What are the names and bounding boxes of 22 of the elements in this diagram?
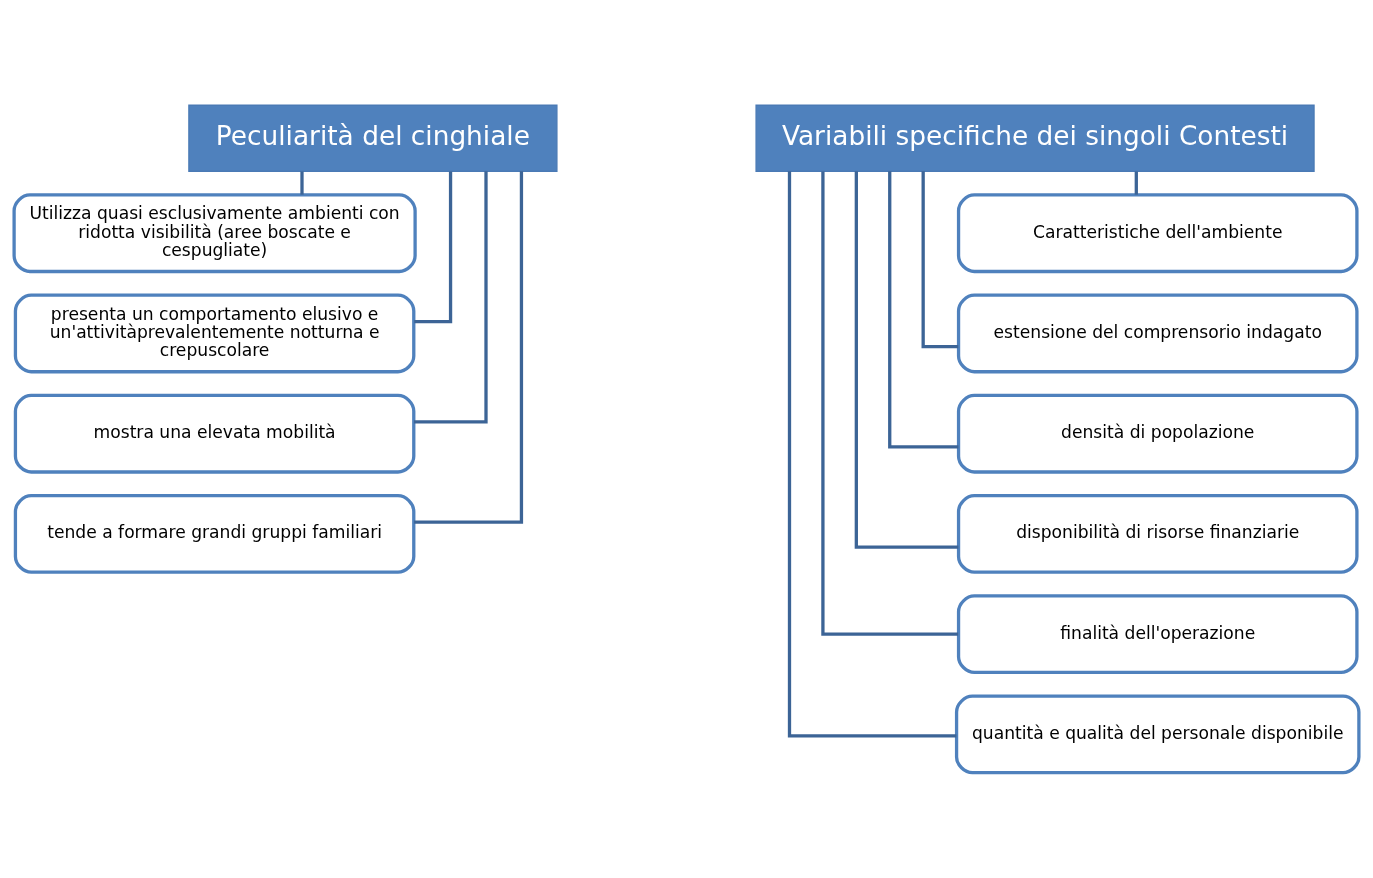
node-box: mostra una elevata mobilità	[13, 393, 416, 474]
node-box: Utilizza quasi esclusivamente ambienti con ridotta visibilità (aree boscate e cespugliate)	[12, 193, 417, 274]
connector	[854, 171, 959, 549]
connector	[414, 171, 488, 424]
node-box: Variabili specifiche dei singoli Contesti	[755, 104, 1315, 172]
connector	[787, 171, 957, 738]
connector	[414, 171, 524, 524]
node-box: quantità e qualità del personale disponibile	[954, 694, 1361, 775]
node-box: Peculiarità del cinghiale	[188, 104, 558, 172]
node-box: tende a formare grandi gruppi familiari	[13, 494, 416, 574]
node-box: disponibilità di risorse finanziarie	[956, 494, 1359, 574]
connector	[300, 171, 304, 195]
connector	[888, 171, 959, 449]
connector	[414, 171, 453, 324]
connector	[1134, 171, 1138, 195]
connector	[921, 171, 959, 349]
node-box: Caratteristiche dell'ambiente	[956, 193, 1359, 274]
node-box: presenta un comportamento elusivo e un'attivitàprevalentemente notturna e crepuscolare	[13, 293, 416, 374]
node-box: densità di popolazione	[956, 393, 1359, 474]
node-box: estensione del comprensorio indagato	[956, 293, 1359, 374]
connector	[821, 171, 959, 636]
node-box: finalità dell'operazione	[956, 594, 1359, 675]
